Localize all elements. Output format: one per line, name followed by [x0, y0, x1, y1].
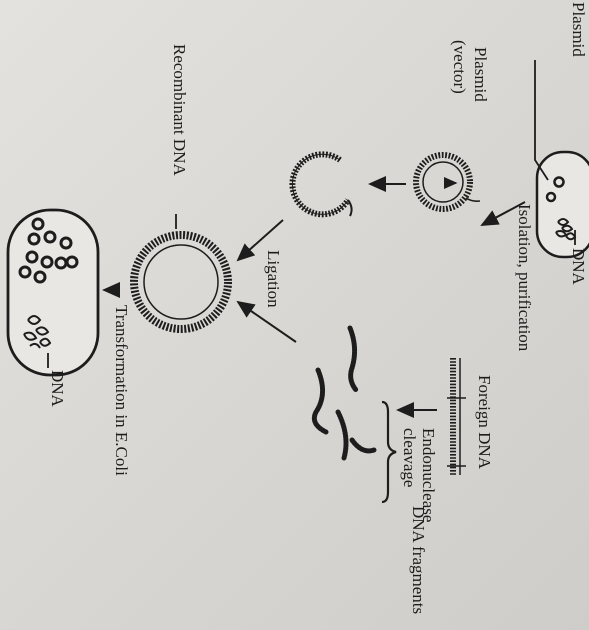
fragments-brace	[382, 402, 396, 502]
recombinant-dna	[134, 235, 228, 329]
label-ligation: Ligation	[265, 250, 282, 308]
label-dna-top: DNA	[570, 248, 587, 285]
dna-fragments	[314, 328, 374, 458]
foreign-dna-strand	[447, 358, 466, 475]
opened-plasmid	[292, 154, 351, 216]
label-dna-bottom: DNA	[49, 370, 66, 407]
label-recombinant-dna: Recombinant DNA	[171, 44, 188, 176]
ligation-arrow-from-fragments	[238, 302, 296, 342]
label-plasmid-vector-line1: Plasmid	[472, 47, 489, 102]
label-dna-fragments: DNA fragments	[410, 506, 427, 614]
source-bacterium	[537, 152, 589, 257]
transformed-ecoli	[8, 210, 98, 375]
label-plasmid-vector-line2: (vector)	[451, 40, 468, 94]
label-endonuclease-line2: cleavage	[401, 428, 418, 487]
label-transformation: Transformation in E.Coli	[113, 305, 130, 476]
label-foreign-dna: Foreign DNA	[476, 375, 493, 469]
label-isolation-purification: Isolation, purification	[516, 204, 533, 351]
label-plasmid-top: Plasmid	[570, 2, 587, 57]
plasmid-vector	[416, 155, 480, 209]
